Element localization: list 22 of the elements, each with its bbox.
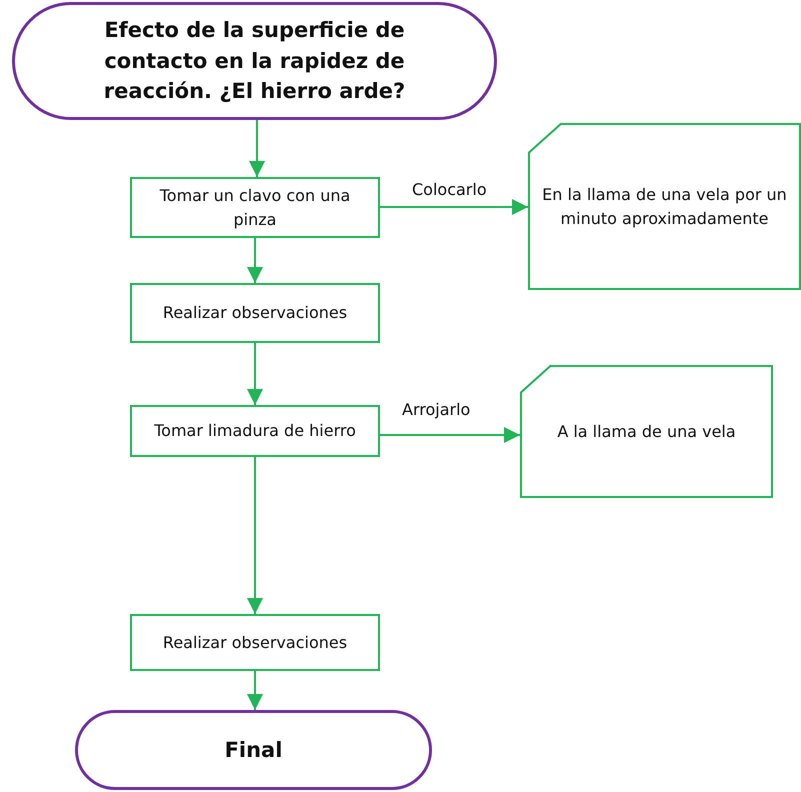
arrow <box>247 457 263 614</box>
step-text: Realizar observaciones <box>162 302 348 324</box>
title-text: Final <box>224 736 282 764</box>
process-box <box>130 283 380 343</box>
step-text: A la llama de una vela <box>557 420 736 443</box>
step-text: Tomar limadura de hierro <box>154 420 356 442</box>
arrow <box>247 238 263 283</box>
process-box <box>130 614 380 671</box>
arrow <box>249 120 265 177</box>
step-text: Tomar un clavo con una pinza <box>158 185 352 230</box>
card-box <box>520 365 773 498</box>
arrow <box>247 671 263 710</box>
edge-label: Arrojarlo <box>400 400 472 419</box>
step-text: En la llama de una vela por un minuto aproximadamente <box>542 184 787 230</box>
process-box <box>130 405 380 457</box>
arrow <box>380 199 528 215</box>
arrow <box>380 427 520 443</box>
step-text: Realizar observaciones <box>162 632 348 654</box>
title-text: Efecto de la superficie de contacto en la rapidez de reacción. ¿El hierro arde? <box>102 17 406 106</box>
card-box <box>528 123 801 290</box>
arrow <box>247 343 263 405</box>
process-box <box>130 177 380 238</box>
